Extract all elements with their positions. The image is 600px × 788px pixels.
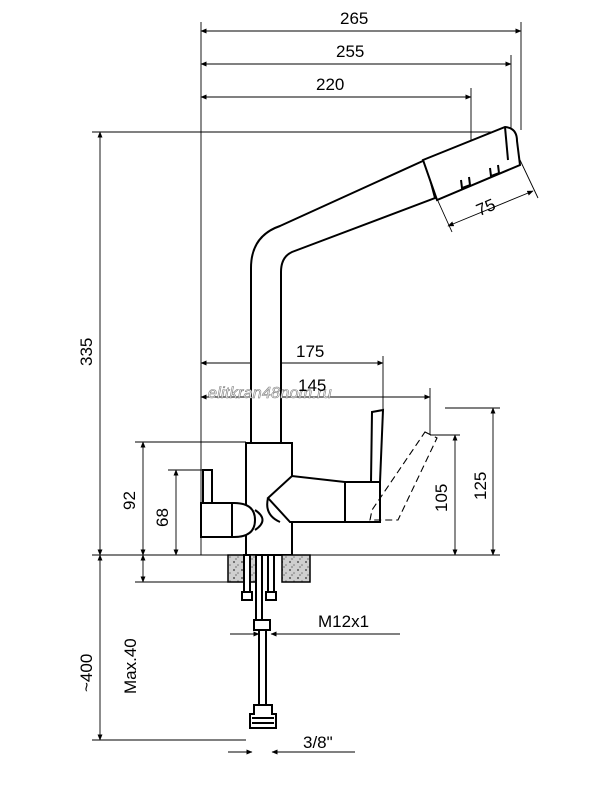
dimension-labels: 265 255 220 75 335 175 145 92 68 105 125… (77, 9, 498, 752)
dimension-lines (97, 28, 534, 755)
faucet (200, 125, 522, 729)
watermark: elitkran48nom.ru (208, 385, 332, 402)
label-265: 265 (340, 9, 368, 28)
label-145: 145 (298, 376, 326, 395)
label-220: 220 (316, 75, 344, 94)
lever-cap (344, 481, 381, 523)
label-68: 68 (153, 508, 172, 527)
filter-handle-body (200, 502, 257, 538)
filter-handle-stem (202, 469, 213, 505)
label-175: 175 (296, 342, 324, 361)
label-3-8: 3/8" (303, 733, 333, 752)
label-m12x1: M12x1 (318, 612, 369, 631)
lever-handle (369, 408, 385, 483)
label-255: 255 (336, 42, 364, 61)
spout (250, 158, 437, 444)
label-400: ~400 (77, 654, 96, 692)
countertop-right (281, 554, 311, 583)
label-92: 92 (120, 491, 139, 510)
label-125: 125 (471, 472, 490, 500)
label-105: 105 (432, 484, 451, 512)
hose-connector (249, 704, 277, 729)
label-75: 75 (473, 195, 498, 220)
label-335: 335 (77, 338, 96, 366)
lever-alt-position (369, 431, 438, 521)
countertop-left (227, 554, 257, 583)
dim-line-75 (447, 190, 534, 227)
label-max40: Max.40 (121, 638, 140, 694)
